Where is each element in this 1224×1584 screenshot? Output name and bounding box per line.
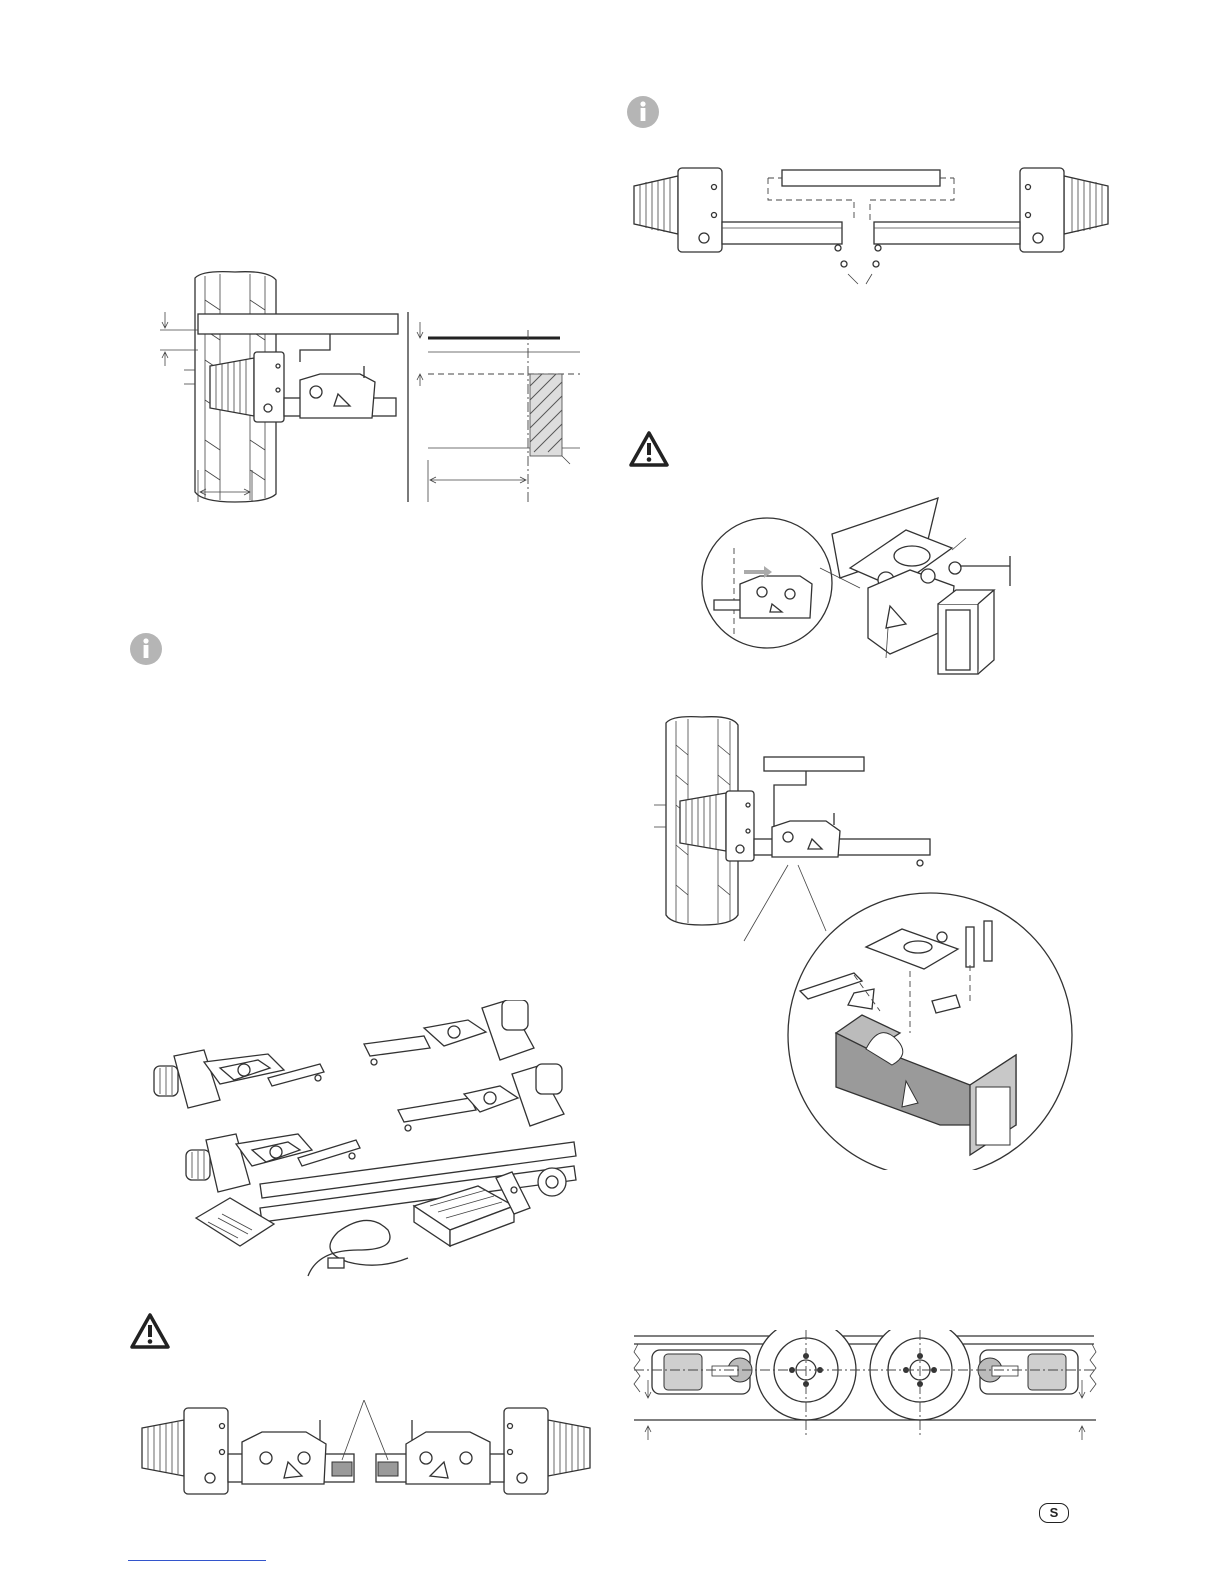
info-icon [129, 632, 163, 671]
tyre-clearance-diagram [150, 270, 590, 510]
warning-triangle-icon [628, 430, 670, 473]
bottom-axle-diagram [136, 1400, 596, 1510]
page-marker-badge: S [1039, 1503, 1069, 1523]
info-icon [626, 95, 660, 134]
kit-contents-diagram [148, 1000, 588, 1290]
wheel-exploded-diagram [640, 715, 1090, 1170]
top-axle-diagram [626, 160, 1116, 290]
clamp-detail-diagram [700, 478, 1040, 688]
twin-axle-diagram [630, 1330, 1100, 1440]
footer-link-underline [128, 1560, 266, 1561]
warning-triangle-icon [129, 1312, 171, 1355]
